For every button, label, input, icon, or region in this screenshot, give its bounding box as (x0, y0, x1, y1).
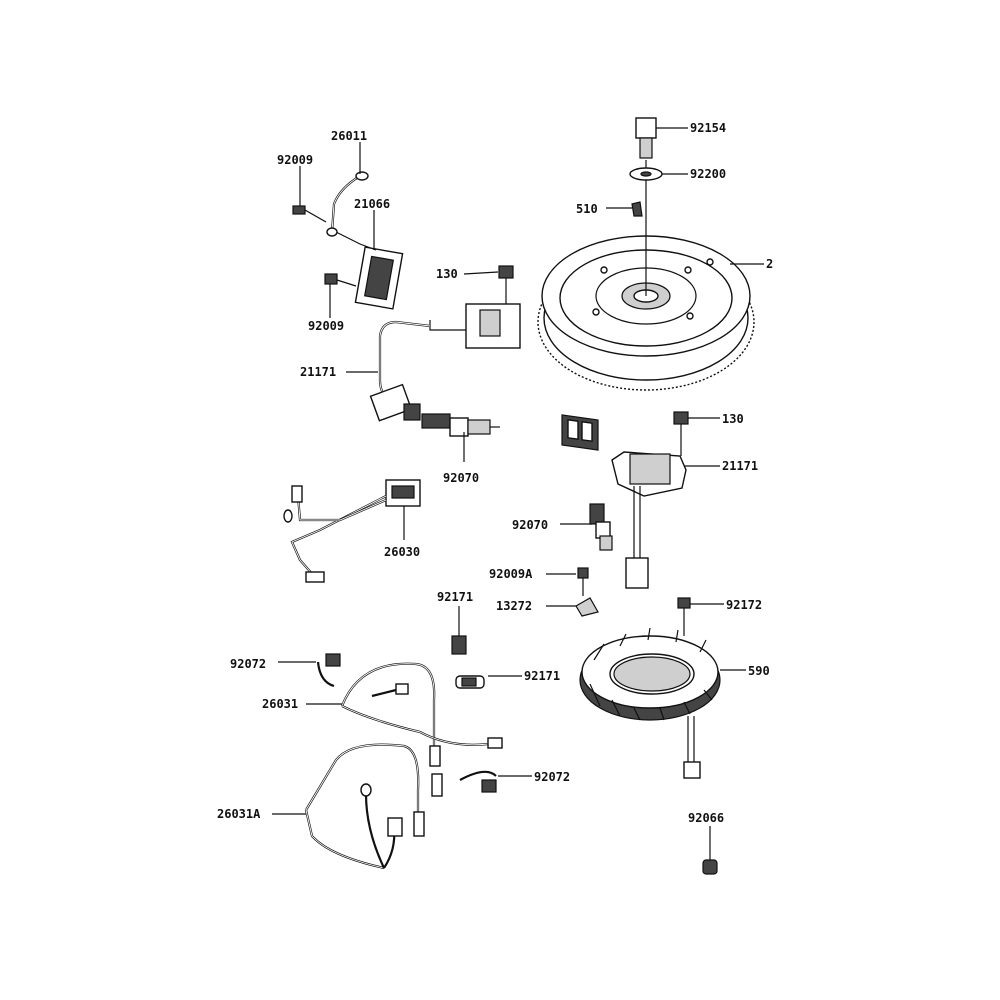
ignition-coil-right (611, 451, 687, 589)
screw-92009-bottom (324, 273, 357, 287)
label-130-right: 130 (722, 412, 744, 426)
label-21066: 21066 (354, 197, 390, 211)
harness-26031A (304, 743, 443, 870)
label-92171-top: 92171 (437, 590, 473, 604)
label-92154: 92154 (690, 121, 726, 135)
label-92070-left: 92070 (443, 471, 479, 485)
key-510 (631, 201, 643, 217)
label-590: 590 (748, 664, 770, 678)
label-92072-right: 92072 (534, 770, 570, 784)
ground-lead-26011 (326, 171, 369, 237)
label-92072-left: 92072 (230, 657, 266, 671)
connector-92171-mid (455, 675, 485, 689)
label-26031A: 26031A (217, 807, 261, 821)
label-26011: 26011 (331, 129, 367, 143)
label-92009A: 92009A (489, 567, 533, 581)
label-21171-right: 21171 (722, 459, 758, 473)
label-92009-bottom: 92009 (308, 319, 344, 333)
wire-92072-right (459, 770, 497, 793)
washer-92200 (629, 167, 663, 181)
connector-92171-top (451, 620, 467, 655)
label-92009-top: 92009 (277, 153, 313, 167)
bracket-13272 (575, 597, 599, 617)
label-92172: 92172 (726, 598, 762, 612)
label-92171-mid: 92171 (524, 669, 560, 683)
bolt-130-right (673, 411, 689, 456)
label-21171-left: 21171 (300, 365, 336, 379)
label-130-top: 130 (436, 267, 458, 281)
regulator-21066 (335, 231, 404, 310)
label-510: 510 (576, 202, 598, 216)
label-92066: 92066 (688, 811, 724, 825)
ignition-coil-left (369, 303, 521, 422)
label-26031: 26031 (262, 697, 298, 711)
spark-plug-right (589, 503, 613, 551)
leader-lines (272, 127, 764, 860)
spark-plug-left (421, 413, 500, 437)
stator-590 (579, 627, 721, 779)
label-92200: 92200 (690, 167, 726, 181)
screw-92009A (577, 567, 589, 596)
bolt-92154 (635, 117, 657, 159)
nut-92066 (702, 859, 718, 875)
wire-92072-left (316, 653, 341, 688)
label-26030: 26030 (384, 545, 420, 559)
label-2: 2 (766, 257, 773, 271)
label-13272: 13272 (496, 599, 532, 613)
screw-92009-top (292, 205, 327, 223)
bolt-130-top (498, 265, 514, 304)
bolt-92172 (677, 597, 691, 636)
label-92070-right: 92070 (512, 518, 548, 532)
harness-26031 (340, 662, 503, 767)
harness-26030 (283, 479, 421, 583)
